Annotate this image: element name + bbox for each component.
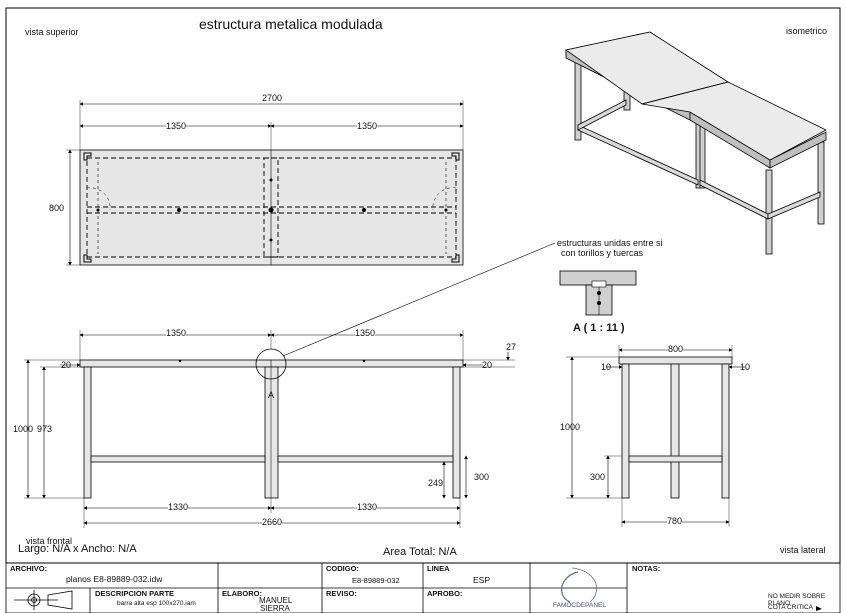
- view-label-top: vista superior: [25, 27, 79, 37]
- tb-notas-label: NOTAS:: [632, 564, 661, 573]
- tb-company: FAMOCDEPANEL: [553, 602, 606, 609]
- tb-codigo-label: CODIGO:: [326, 564, 359, 573]
- dim-side-offset-left: 10: [601, 362, 612, 372]
- detail-label: A ( 1 : 11 ): [573, 322, 625, 334]
- tb-elaboro-1: MANUEL: [259, 596, 293, 605]
- tb-elaboro-2: SIERRA: [260, 604, 290, 613]
- dim-top-half-right: 1350: [357, 121, 378, 131]
- front-tabletop: [79, 359, 464, 368]
- dim-side-height: 1000: [560, 422, 581, 432]
- drawing-title: estructura metalica modulada: [199, 16, 383, 32]
- dim-side-width-top: 800: [668, 344, 684, 354]
- tb-archivo: planos E8-89889-032.idw: [66, 574, 163, 584]
- section-mark-a: A: [268, 390, 275, 400]
- tb-note-2: COTA CRITICA: [768, 604, 814, 611]
- dim-front-offset-left: 20: [61, 360, 72, 370]
- front-view: [24, 242, 556, 528]
- dim-top-depth: 800: [49, 203, 65, 213]
- dim-front-leg-height: 973: [37, 424, 53, 434]
- dim-top-half-left: 1350: [166, 121, 187, 131]
- dim-front-bottom-right: 1330: [357, 502, 378, 512]
- dim-front-half-right: 1350: [355, 328, 376, 338]
- dim-side-bar: 300: [590, 472, 606, 482]
- dim-top-total: 2700: [262, 93, 283, 103]
- view-label-side: vista lateral: [780, 545, 826, 555]
- tb-reviso-label: REVISO:: [326, 589, 357, 598]
- tb-elaboro-label: ELABORO:: [222, 589, 262, 598]
- top-view: [66, 100, 464, 266]
- title-block: [5, 562, 841, 613]
- size-info: Largo: N/A x Ancho: N/A: [18, 543, 137, 555]
- isometric-view: [565, 31, 827, 255]
- side-view: [566, 345, 745, 527]
- detail-note-line1: estructuras unidas entre si: [557, 238, 663, 248]
- view-label-front: vista frontal: [26, 536, 73, 546]
- tb-linea: ESP: [473, 575, 491, 585]
- tb-note-1: NO MEDIR SOBRE PLANO: [768, 593, 826, 607]
- tb-linea-label: LINEA: [427, 564, 450, 573]
- dim-front-bar-right: 300: [474, 472, 490, 482]
- dim-front-bottom-left: 1330: [168, 502, 189, 512]
- dim-front-thickness: 27: [506, 342, 517, 352]
- detail-a: [559, 270, 637, 316]
- view-label-iso: isometrico: [786, 26, 828, 36]
- area-info: Area Total: N/A: [383, 546, 457, 558]
- dim-front-height: 1000: [13, 424, 34, 434]
- dim-front-bottom-total: 2660: [262, 517, 283, 527]
- top-view-tabletop: [79, 149, 464, 266]
- tb-desc: barra alta esp 100x270.iam: [117, 600, 196, 607]
- detail-note-line2: con torillos y tuercas: [561, 248, 644, 258]
- dim-side-offset-right: 10: [740, 362, 751, 372]
- tb-codigo: E8-89889-032: [352, 576, 400, 585]
- dim-side-width-bottom: 780: [667, 516, 683, 526]
- tb-archivo-label: ARCHIVO:: [10, 564, 48, 573]
- dim-front-offset-right: 20: [482, 360, 493, 370]
- tb-desc-label: DESCRIPCION PARTE: [95, 589, 175, 598]
- dim-front-bar-left: 249: [428, 478, 444, 488]
- dim-front-half-left: 1350: [166, 328, 187, 338]
- tb-aprobo-label: APROBO:: [427, 589, 463, 598]
